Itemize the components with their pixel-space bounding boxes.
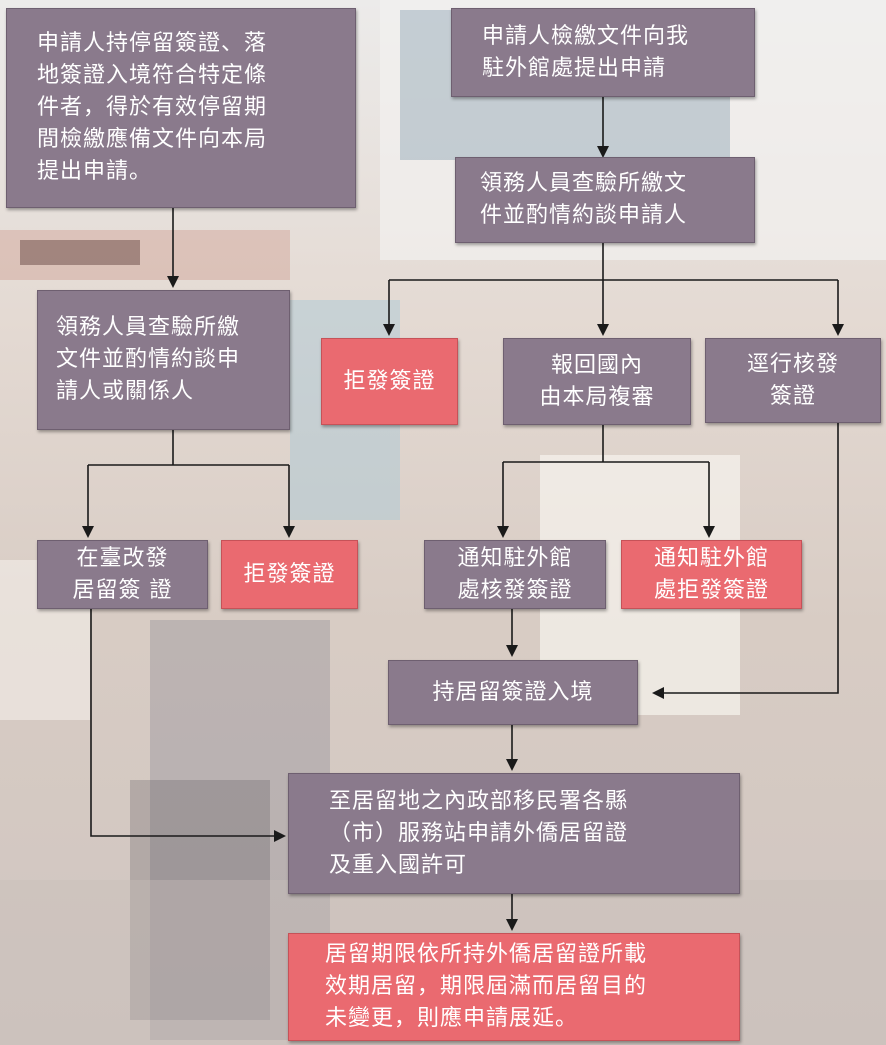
notify-issue-text: 通知駐外館 處核發簽證 — [457, 545, 573, 603]
notify-reject-text: 通知駐外館 處拒發簽證 — [653, 545, 769, 603]
notify-issue-node: 通知駐外館 處核發簽證 — [424, 540, 606, 609]
residence-period-text: 居留期限依所持外僑居留證所載 效期居留，期限屆滿而居留目的 未變更，則應申請展延… — [325, 942, 648, 1031]
change-in-taiwan-text: 在臺改發 居留簽 證 — [72, 545, 173, 603]
enter-with-visa-text: 持居留簽證入境 — [432, 679, 594, 705]
issue-directly-text: 逕行核發 簽證 — [746, 351, 839, 409]
reject-visa-right-text: 拒發簽證 — [343, 368, 436, 394]
left-review-text: 領務人員查驗所繳 文件並酌情約談申 請人或關係人 — [56, 315, 241, 404]
notify-reject-node: 通知駐外館 處拒發簽證 — [621, 540, 802, 609]
issue-directly-node: 逕行核發 簽證 — [705, 338, 881, 423]
right-start-node: 申請人檢繳文件向我 駐外館處提出申請 — [451, 8, 755, 97]
apply-arc-node: 至居留地之內政部移民署各縣 （市）服務站申請外僑居留證 及重入國許可 — [288, 773, 740, 894]
right-review-text: 領務人員查驗所繳文 件並酌情約談申請人 — [480, 171, 688, 228]
reject-visa-right-node: 拒發簽證 — [321, 338, 458, 425]
left-start-node: 申請人持停留簽證、落 地簽證入境符合特定條 件者，得於有效停留期 間檢繳應備文件… — [6, 8, 356, 208]
change-in-taiwan-node: 在臺改發 居留簽 證 — [37, 540, 208, 609]
report-home-text: 報回國內 由本局複審 — [539, 352, 655, 410]
right-review-node: 領務人員查驗所繳文 件並酌情約談申請人 — [455, 157, 755, 243]
reject-visa-left-node: 拒發簽證 — [221, 540, 358, 609]
enter-with-visa-node: 持居留簽證入境 — [388, 660, 638, 725]
reject-visa-left-text: 拒發簽證 — [243, 561, 336, 587]
right-start-text: 申請人檢繳文件向我 駐外館處提出申請 — [482, 23, 690, 81]
apply-arc-text: 至居留地之內政部移民署各縣 （市）服務站申請外僑居留證 及重入國許可 — [329, 788, 629, 878]
residence-period-node: 居留期限依所持外僑居留證所載 效期居留，期限屆滿而居留目的 未變更，則應申請展延… — [288, 933, 740, 1041]
report-home-node: 報回國內 由本局複審 — [503, 338, 691, 425]
left-start-text: 申請人持停留簽證、落 地簽證入境符合特定條 件者，得於有效停留期 間檢繳應備文件… — [37, 31, 268, 184]
left-review-node: 領務人員查驗所繳 文件並酌情約談申 請人或關係人 — [37, 290, 290, 430]
